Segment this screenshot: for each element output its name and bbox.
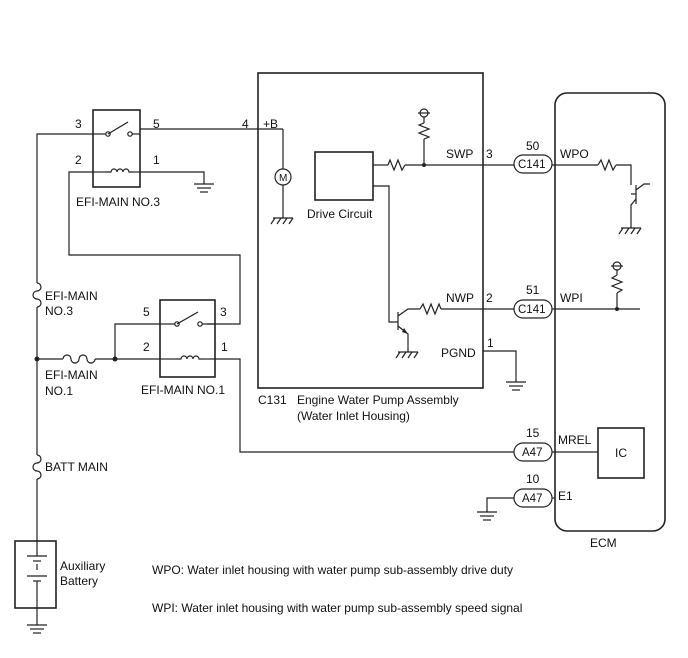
drive-circuit-box <box>314 151 374 201</box>
wpo-terminal-name: WPO <box>560 147 589 161</box>
mrel-connector-code: A47 <box>522 447 542 459</box>
ground-icon <box>506 381 526 391</box>
relay1-pin1-wire <box>215 358 514 453</box>
wpi-pullup-resistor <box>610 274 624 294</box>
relay3-pin5: 5 <box>153 117 160 131</box>
relay3-pin1-wire <box>140 171 205 184</box>
pgnd-pin-number: 1 <box>487 336 494 350</box>
wpi-connector-code: C141 <box>518 304 546 316</box>
swp-pin-name: SWP <box>446 147 473 161</box>
pump-connector-code: C131 <box>258 393 287 407</box>
relay-efi-main1-box <box>159 299 216 378</box>
relay3-contact-right <box>127 131 133 137</box>
water-pump-assembly-box <box>257 72 484 389</box>
mrel-terminal-name: MREL <box>558 433 592 447</box>
note-wpi: WPI: Water inlet housing with water pump… <box>152 601 522 615</box>
battery-label1: Auxiliary <box>60 559 105 573</box>
drive-to-transistor-wire <box>373 185 398 323</box>
swp-pin-number: 3 <box>486 147 493 161</box>
e1-pin-number: 10 <box>526 472 540 486</box>
fuse-efi-main3-label2: NO.3 <box>45 304 73 318</box>
relay3-pin1: 1 <box>153 153 160 167</box>
pump-name-line1: Engine Water Pump Assembly <box>297 393 459 407</box>
nwp-pin-name: NWP <box>446 291 474 305</box>
ground-icon <box>618 227 642 235</box>
ground-icon <box>477 511 497 521</box>
relay3-pin2-wire <box>68 171 241 325</box>
relay-efi-main1-label: EFI-MAIN NO.1 <box>141 383 225 397</box>
wpo-resistor <box>597 158 617 172</box>
plus-b-pin-name: +B <box>263 117 278 131</box>
ecm-ic-box <box>597 427 645 479</box>
battery-icon <box>27 541 47 608</box>
relay3-pin3: 3 <box>75 117 82 131</box>
e1-terminal-name: E1 <box>558 489 573 503</box>
relay1-pin5-wire <box>114 323 160 359</box>
fuse-efi-main3-icon <box>32 282 42 308</box>
battery-box <box>14 540 57 609</box>
relay1-coil <box>175 355 204 360</box>
relay1-pin1: 1 <box>221 340 228 354</box>
nwp-transistor-emitter <box>397 325 409 352</box>
fuse-efi-main1-label2: NO.1 <box>45 384 73 398</box>
ground-icon <box>27 624 47 634</box>
wpo-transistor-collector <box>635 183 650 191</box>
wpo-transistor-emitter <box>630 198 637 228</box>
relay3-pin3-wire <box>36 133 93 283</box>
e1-ground-wire <box>486 497 514 512</box>
ground-icon <box>395 351 419 359</box>
relay1-pin5: 5 <box>143 305 150 319</box>
relay1-pin2: 2 <box>143 340 150 354</box>
drive-circuit-label: Drive Circuit <box>307 207 373 221</box>
relay-efi-main3-box <box>92 109 141 188</box>
relay1-contact-right <box>197 321 203 327</box>
swp-resistor <box>387 158 406 172</box>
battery-label2: Battery <box>60 574 98 588</box>
motor-label: M <box>279 173 287 184</box>
relay3-switch-arm <box>107 121 129 135</box>
wpi-pin-number: 51 <box>526 283 540 297</box>
ecm-label: ECM <box>590 536 617 550</box>
wpo-base-wire <box>616 164 632 185</box>
mrel-pin-number: 15 <box>526 426 540 440</box>
pgnd-wire <box>483 350 517 382</box>
plus-b-pin-number: 4 <box>242 117 249 131</box>
relay-efi-main3-label: EFI-MAIN NO.3 <box>76 195 160 209</box>
nwp-pin-number: 2 <box>486 291 493 305</box>
fuse-batt-main-icon <box>32 454 42 480</box>
wpi-terminal-name: WPI <box>560 291 583 305</box>
fuse-efi-main3-label1: EFI-MAIN <box>45 289 98 303</box>
wpo-connector-code: C141 <box>518 159 546 171</box>
relay3-pin2: 2 <box>75 153 82 167</box>
ecm-box <box>554 92 666 532</box>
swp-pullup-resistor <box>417 122 431 140</box>
e1-connector-code: A47 <box>522 493 542 505</box>
ground-icon <box>194 183 214 193</box>
nwp-transistor-arrow <box>402 328 408 334</box>
ecm-ic-label: IC <box>615 446 627 460</box>
nwp-transistor-collector <box>397 308 420 317</box>
fuse-batt-main-label: BATT MAIN <box>45 460 108 474</box>
note-wpo: WPO: Water inlet housing with water pump… <box>152 563 513 577</box>
wpo-pin-number: 50 <box>526 139 540 153</box>
fuse-efi-main1-icon <box>62 354 96 364</box>
ground-icon <box>270 217 294 225</box>
nwp-resistor <box>419 302 442 316</box>
fuse-efi-main1-label1: EFI-MAIN <box>45 368 98 382</box>
relay3-coil <box>105 168 134 173</box>
connector-c141-wpo <box>513 154 553 174</box>
relay1-switch-arm <box>176 311 199 325</box>
relay1-pin3: 3 <box>220 305 227 319</box>
pgnd-pin-name: PGND <box>441 346 476 360</box>
pump-name-line2: (Water Inlet Housing) <box>297 409 410 423</box>
